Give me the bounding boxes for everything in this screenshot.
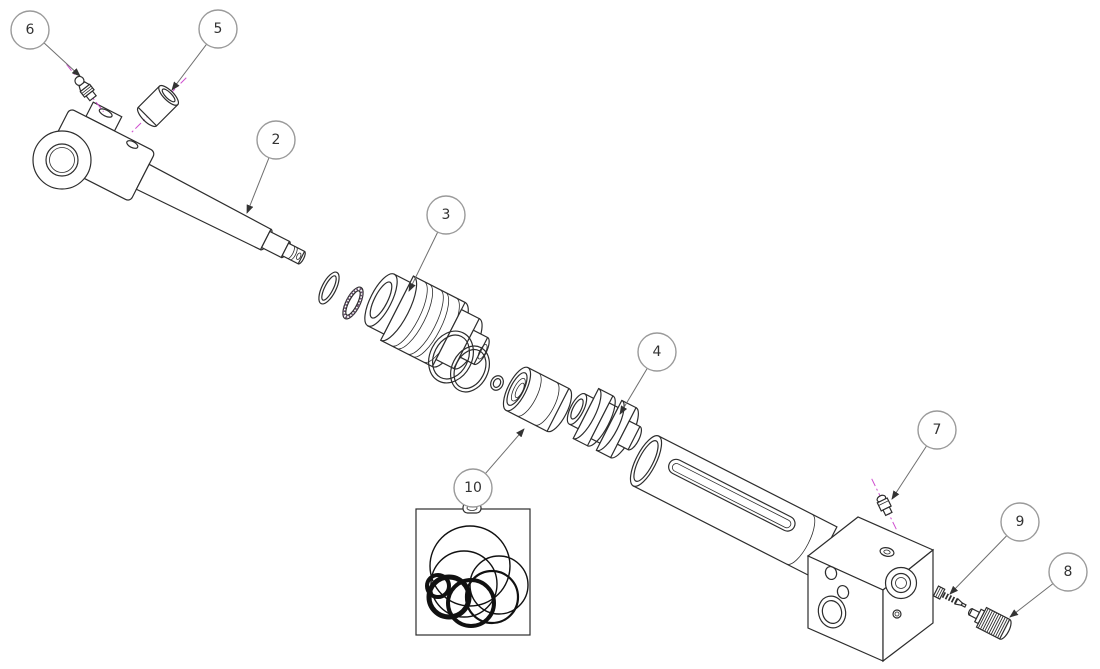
callout-5[interactable]: 5 xyxy=(171,9,238,91)
block-side-port xyxy=(817,595,847,629)
callout-number: 3 xyxy=(442,207,451,223)
callout-number: 5 xyxy=(214,21,223,37)
part-seal-ring-large-2 xyxy=(450,345,490,393)
callout-number: 2 xyxy=(272,132,281,148)
leader-line-9 xyxy=(949,535,1008,595)
callout-balloon-4[interactable] xyxy=(637,332,677,372)
callout-2[interactable]: 2 xyxy=(246,120,296,214)
part-o-ring xyxy=(318,271,340,305)
callout-balloon-3[interactable] xyxy=(426,195,466,235)
rod-shaft xyxy=(135,163,272,251)
callout-balloon-2[interactable] xyxy=(256,120,296,160)
leader-line-7 xyxy=(891,445,928,500)
grease-port-hole xyxy=(98,108,113,118)
leader-line-3 xyxy=(408,231,439,292)
callout-4[interactable]: 4 xyxy=(619,332,677,415)
bushing-port-hole xyxy=(126,140,139,149)
centerline xyxy=(66,64,104,112)
callout-balloon-5[interactable] xyxy=(198,9,238,49)
part-gland xyxy=(502,366,573,433)
leader-line-10 xyxy=(485,428,525,474)
callout-balloon-7[interactable] xyxy=(917,410,957,450)
callout-number: 9 xyxy=(1016,514,1025,530)
callout-9[interactable]: 9 xyxy=(949,502,1040,595)
part-seal-ring-large xyxy=(428,330,474,384)
callout-10[interactable]: 10 xyxy=(453,428,525,508)
callout-number: 6 xyxy=(26,22,35,38)
seal-kit-box xyxy=(415,502,531,636)
callout-balloon-6[interactable] xyxy=(10,10,50,50)
part-valve-block xyxy=(806,516,935,663)
part-bushing xyxy=(129,77,187,135)
callout-6[interactable]: 6 xyxy=(10,10,81,77)
part-piston-spud xyxy=(566,387,643,459)
block-boss-port xyxy=(884,566,918,600)
callout-balloon-8[interactable] xyxy=(1048,552,1088,592)
callout-number: 10 xyxy=(464,480,482,496)
callout-balloon-10[interactable] xyxy=(453,468,493,508)
part-top-plug xyxy=(871,478,898,532)
callout-number: 7 xyxy=(933,422,942,438)
part-grease-fitting xyxy=(66,64,104,112)
part-knurled-plug xyxy=(967,606,1012,640)
part-ring-small xyxy=(490,375,504,391)
callout-7[interactable]: 7 xyxy=(891,410,957,500)
part-barrel-tube xyxy=(629,435,838,578)
leader-line-2 xyxy=(246,157,270,214)
barrel-slot xyxy=(668,458,796,532)
part-backup-ring xyxy=(342,286,364,320)
part-rod-assembly xyxy=(32,101,306,265)
block-top-port xyxy=(879,547,895,557)
part-piston-assembly xyxy=(364,273,490,370)
leader-line-5 xyxy=(171,43,207,91)
block-right-face xyxy=(882,548,934,663)
leader-line-4 xyxy=(619,368,648,415)
callout-balloon-9[interactable] xyxy=(1000,502,1040,542)
leader-line-6 xyxy=(43,42,81,77)
part-needle-screw xyxy=(932,585,967,608)
callouts-layer: 6 5 2 3 4 10 7 9 8 xyxy=(10,9,1088,618)
callout-3[interactable]: 3 xyxy=(408,195,466,292)
leader-line-8 xyxy=(1009,583,1054,618)
seal-kit-rings xyxy=(425,525,529,628)
callout-number: 4 xyxy=(653,344,662,360)
parts-artwork xyxy=(32,64,1012,663)
callout-number: 8 xyxy=(1064,564,1073,580)
callout-8[interactable]: 8 xyxy=(1009,552,1088,618)
